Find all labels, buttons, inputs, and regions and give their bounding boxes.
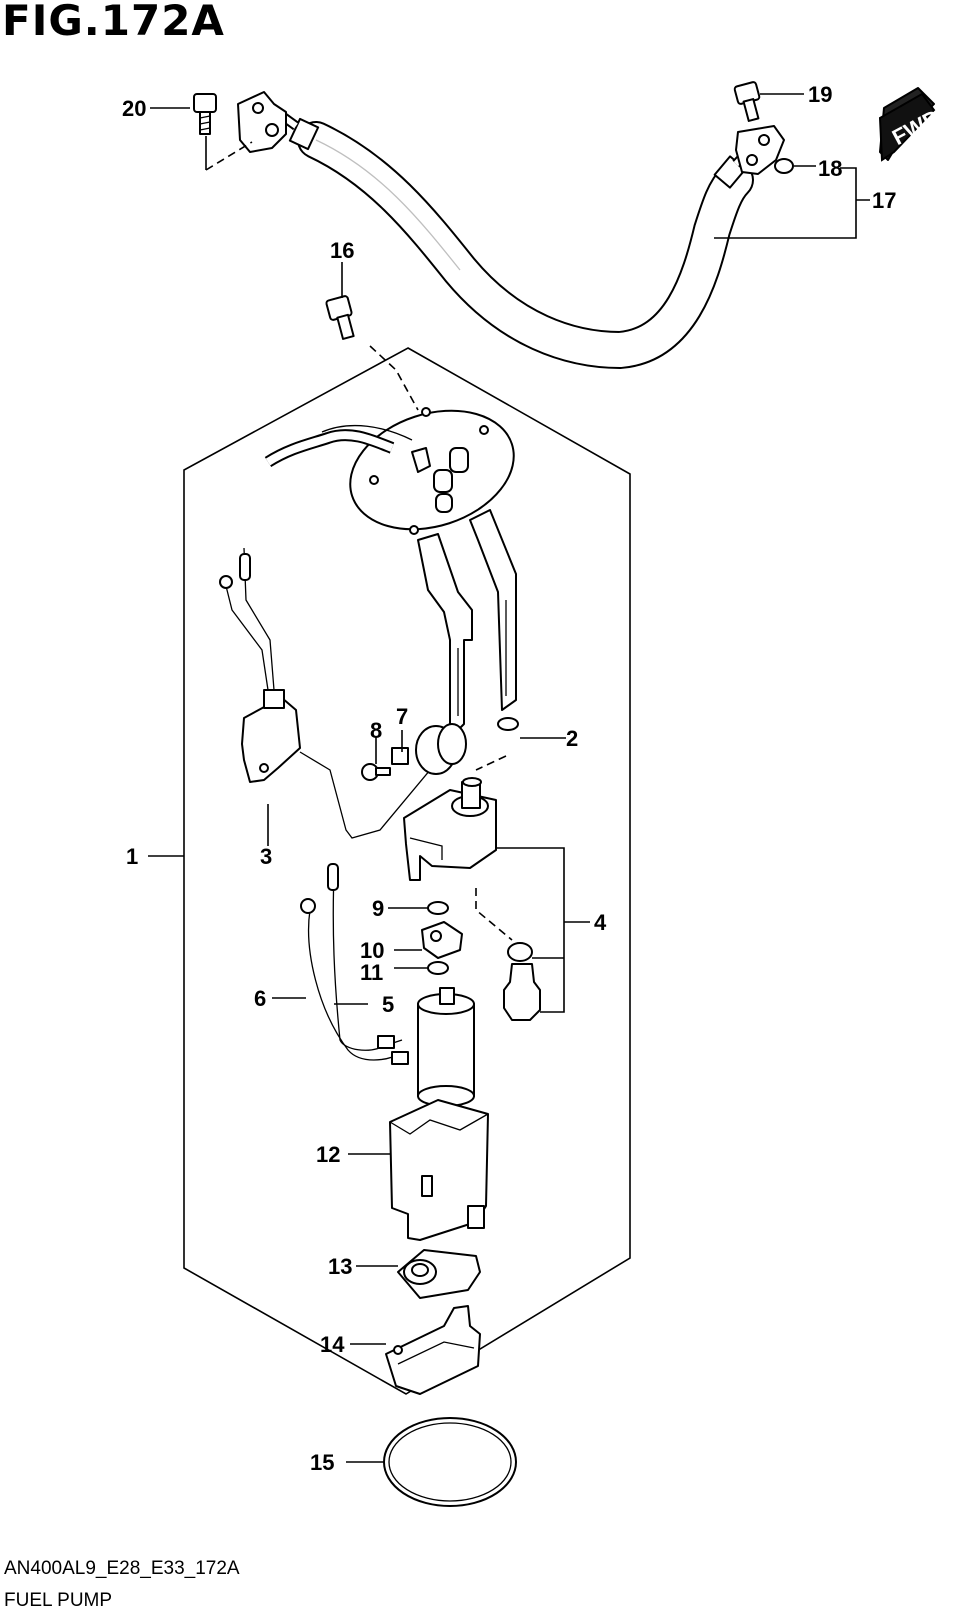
fuel-filter-13: [397, 1249, 481, 1299]
callout-6: 6: [254, 986, 266, 1011]
pump-holder-14: [385, 1305, 481, 1395]
fwd-direction-badge: FWD: [878, 87, 944, 162]
o-ring-18: [774, 158, 794, 174]
bolt-19: [733, 81, 761, 122]
hose-bracket-left: [237, 91, 287, 153]
bolt-16: [325, 295, 355, 340]
callout-11: 11: [360, 960, 383, 985]
callout-5: 5: [382, 992, 394, 1017]
callout-8: 8: [370, 718, 382, 743]
fitting-10: [421, 921, 463, 959]
lead-wires-5-6: [300, 863, 409, 1065]
callout-10: 10: [360, 938, 384, 963]
callout-15: 15: [310, 1450, 334, 1475]
callout-16: 16: [330, 238, 354, 263]
leader-lines: [148, 93, 870, 1463]
callout-7: 7: [396, 704, 408, 729]
callout-4: 4: [594, 910, 607, 935]
callout-20: 20: [122, 96, 146, 121]
hose-bracket-right: [735, 125, 785, 175]
callout-9: 9: [372, 896, 384, 921]
seal-2: [497, 717, 519, 731]
figure-title: FIG.172A: [2, 0, 225, 45]
nut-7: [391, 747, 409, 765]
fuel-level-sender-3: [219, 547, 467, 839]
gasket-15: [383, 1417, 517, 1507]
screw-8: [361, 763, 391, 781]
callout-2: 2: [566, 726, 578, 751]
callout-18: 18: [818, 156, 842, 181]
pump-bracket-arm: [417, 533, 473, 733]
callout-numbers: 1 2 3 4 5 6 7 8 9 10 11 12 13 14 15 16 1…: [122, 82, 896, 1475]
o-ring-9: [427, 901, 449, 915]
callout-3: 3: [260, 844, 272, 869]
pump-case-12: [389, 1099, 489, 1241]
assembly-outline-1: [183, 347, 631, 1395]
fuel-pressure-regulator-4: [403, 777, 541, 1021]
pump-fuel-tube: [469, 509, 517, 711]
bolt-20: [193, 93, 217, 135]
callout-17: 17: [872, 188, 896, 213]
callout-1: 1: [126, 844, 138, 869]
callout-14: 14: [320, 1332, 345, 1357]
callout-13: 13: [328, 1254, 352, 1279]
o-ring-11: [427, 961, 449, 975]
pump-top-plate: [264, 407, 515, 535]
figure-name: FUEL PUMP: [4, 1590, 113, 1611]
fuel-pump-motor: [417, 987, 475, 1107]
callout-12: 12: [316, 1142, 340, 1167]
callout-19: 19: [808, 82, 832, 107]
figure-code: AN400AL9_E28_E33_172A: [4, 1558, 240, 1579]
